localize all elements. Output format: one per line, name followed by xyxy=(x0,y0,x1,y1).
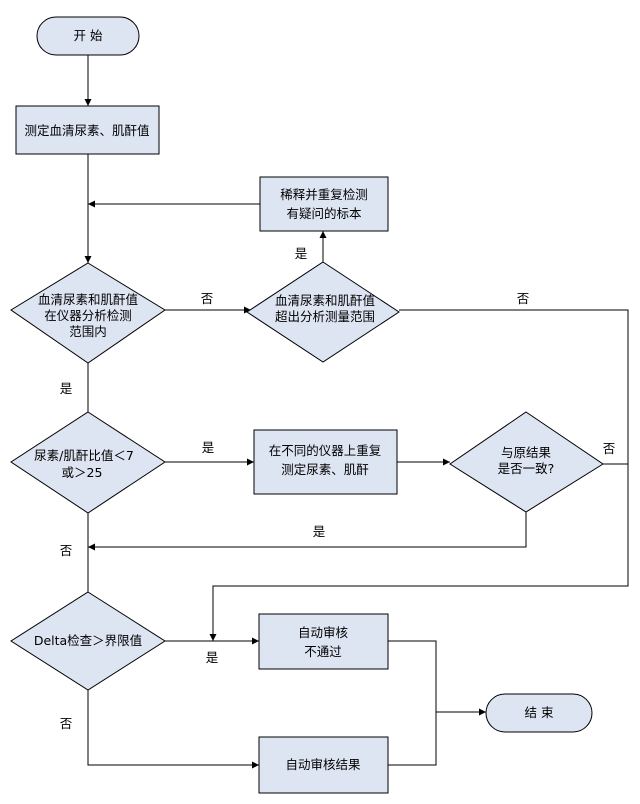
measure-node-shape xyxy=(15,105,160,155)
label-ratio-no: 否 xyxy=(60,543,73,558)
edge-consistent-yes xyxy=(88,512,527,551)
consistent-decision-line-2: 是否一致? xyxy=(498,461,555,476)
ratio-decision-line-1: 尿素/肌酐比值＜7 xyxy=(34,448,134,463)
consistent-decision-shape xyxy=(449,411,604,513)
retest-node: 在不同的仪器上重复 测定尿素、肌酐 xyxy=(253,429,398,495)
consistent-decision: 与原结果 是否一致? xyxy=(449,411,604,513)
end-node: 结 束 xyxy=(485,693,593,733)
exceed-decision-line-1: 血清尿素和肌酐值 xyxy=(275,293,375,308)
delta-decision-label: Delta检查＞界限值 xyxy=(34,633,142,648)
edge-exceed-no xyxy=(399,309,629,464)
dilute-node-shape xyxy=(259,176,389,232)
label-delta-yes: 是 xyxy=(206,650,219,665)
result-node: 自动审核结果 xyxy=(258,736,389,794)
inrange-decision-shape xyxy=(10,262,166,364)
edges xyxy=(84,55,629,769)
ratio-decision: 尿素/肌酐比值＜7 或＞25 xyxy=(10,411,166,514)
start-node-shape xyxy=(36,16,140,56)
label-consistent-yes: 是 xyxy=(313,524,326,539)
inrange-decision-line-3: 范围内 xyxy=(69,324,107,339)
label-ratio-yes: 是 xyxy=(202,440,215,455)
dilute-node-line-2: 有疑问的标本 xyxy=(286,206,362,221)
exceed-decision-line-2: 超出分析测量范围 xyxy=(275,309,375,324)
label-delta-no: 否 xyxy=(60,716,73,731)
inrange-decision: 血清尿素和肌酐值 在仪器分析检测 范围内 xyxy=(10,262,166,364)
start-node-label: 开 始 xyxy=(74,28,103,43)
ratio-decision-line-2: 或＞25 xyxy=(62,465,103,480)
retest-node-line-2: 测定尿素、肌酐 xyxy=(281,462,369,477)
ratio-decision-shape xyxy=(10,411,166,514)
exceed-decision-shape xyxy=(246,261,400,363)
consistent-decision-line-1: 与原结果 xyxy=(501,445,552,460)
label-exceed-no: 否 xyxy=(517,291,530,306)
result-node-shape xyxy=(258,736,389,794)
dilute-node: 稀释并重复检测 有疑问的标本 xyxy=(259,176,389,232)
fail-node: 自动审核 不通过 xyxy=(258,613,389,670)
edge-delta-result xyxy=(87,690,259,769)
label-inrange-yes: 是 xyxy=(60,381,73,396)
delta-decision: Delta检查＞界限值 xyxy=(10,591,166,691)
fail-node-shape xyxy=(258,613,389,670)
label-exceed-yes: 是 xyxy=(295,246,308,261)
edge-consistent-no xyxy=(209,463,629,641)
inrange-decision-line-1: 血清尿素和肌酐值 xyxy=(38,292,138,307)
result-node-label: 自动审核结果 xyxy=(285,757,361,772)
end-node-shape xyxy=(485,693,593,733)
retest-node-shape xyxy=(253,429,398,495)
edge-merge xyxy=(388,640,437,766)
fail-node-line-1: 自动审核 xyxy=(298,625,349,640)
label-consistent-no: 否 xyxy=(603,441,616,456)
delta-decision-shape xyxy=(10,591,166,691)
measure-node: 测定血清尿素、肌酐值 xyxy=(15,105,160,155)
measure-node-label: 测定血清尿素、肌酐值 xyxy=(24,123,149,138)
fail-node-line-2: 不通过 xyxy=(304,644,342,659)
label-inrange-no: 否 xyxy=(201,291,214,306)
inrange-decision-line-2: 在仪器分析检测 xyxy=(44,308,132,323)
exceed-decision: 血清尿素和肌酐值 超出分析测量范围 xyxy=(246,261,400,363)
dilute-node-line-1: 稀释并重复检测 xyxy=(280,187,368,202)
start-node: 开 始 xyxy=(36,16,140,56)
retest-node-line-1: 在不同的仪器上重复 xyxy=(269,443,382,458)
end-node-label: 结 束 xyxy=(525,705,554,720)
edge-labels: 是 否 否 是 是 否 是 否 是 否 xyxy=(60,246,616,731)
